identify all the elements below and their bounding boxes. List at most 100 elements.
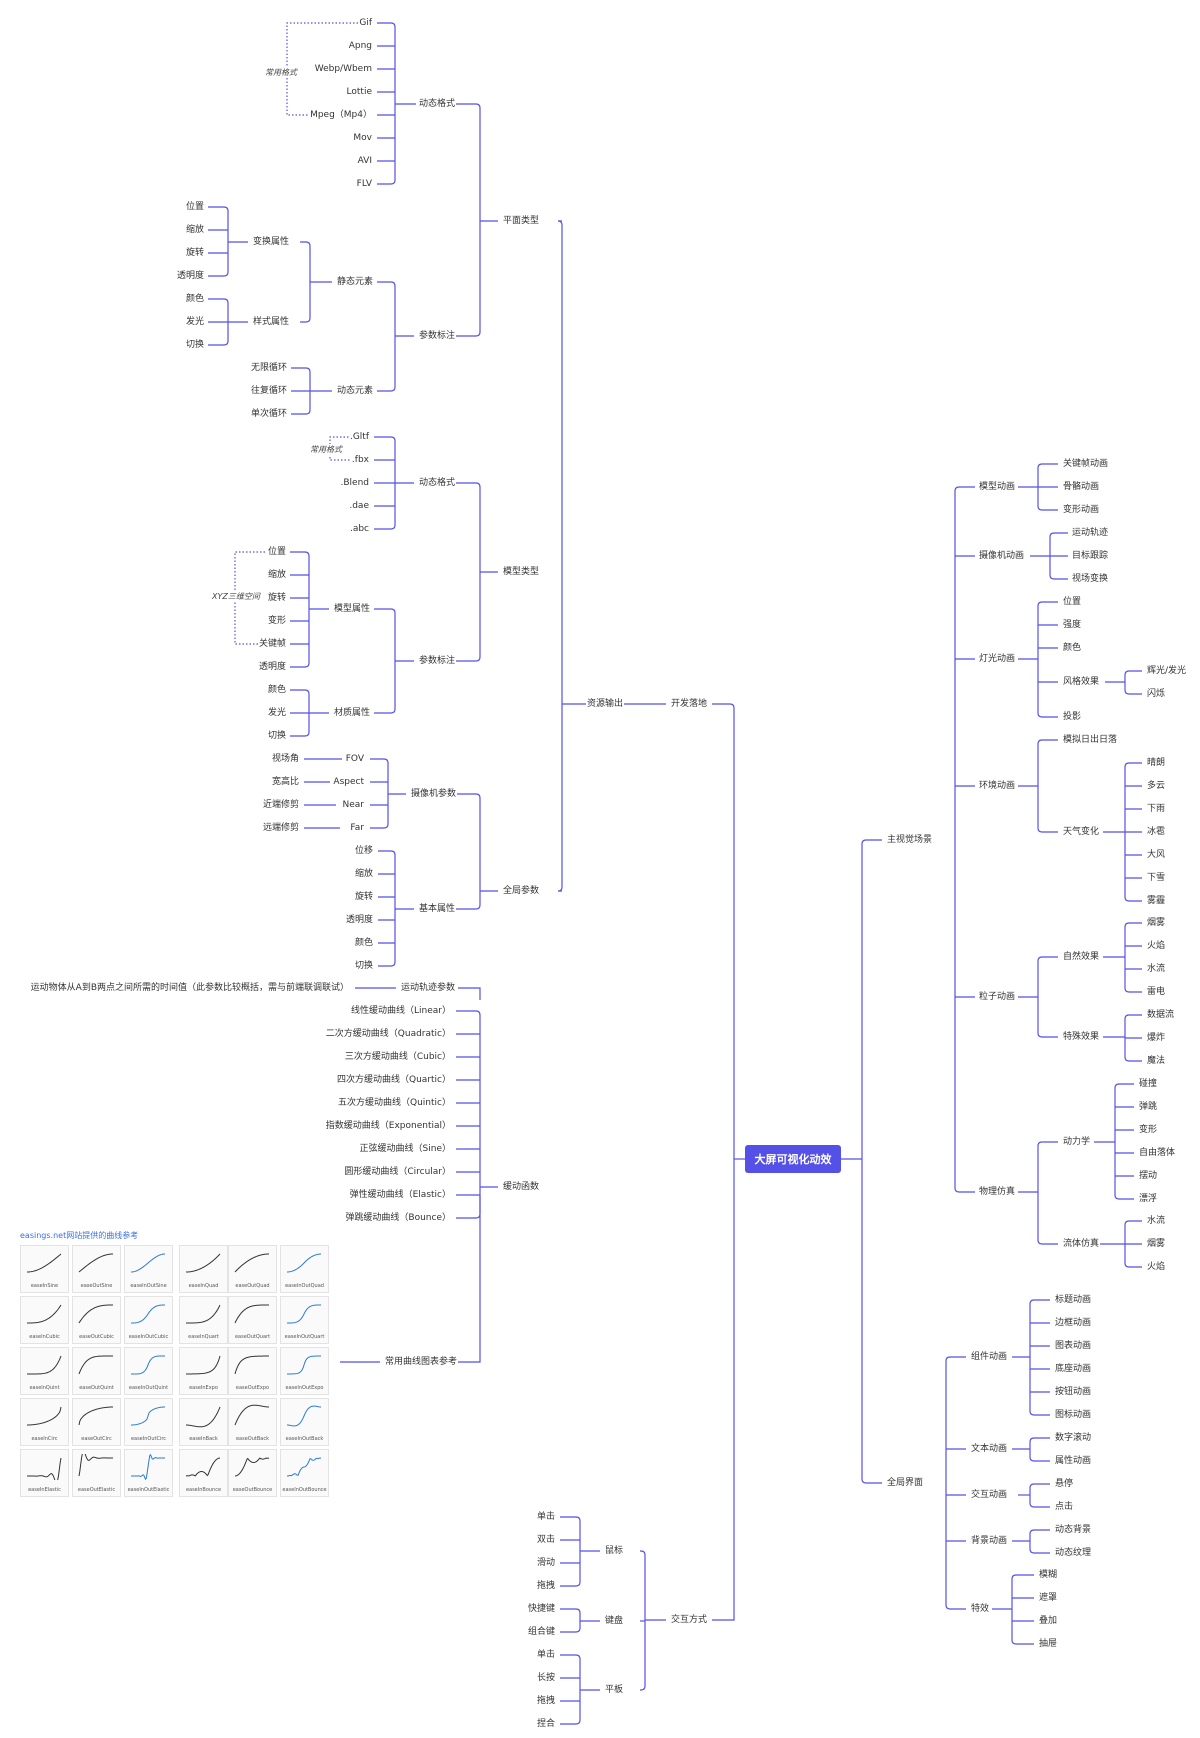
curve-cell[interactable]: easeOutExpo [228, 1347, 277, 1395]
node-model-type[interactable]: 模型类型 [502, 566, 541, 578]
curve-cell[interactable]: easeOutQuart [228, 1296, 277, 1344]
node-scale1[interactable]: 缩放 [184, 224, 205, 236]
node-aspect-cn[interactable]: 宽高比 [270, 776, 300, 788]
node-btn-anim[interactable]: 按钮动画 [1054, 1386, 1093, 1398]
node-skeleton-anim[interactable]: 骨骼动画 [1062, 481, 1101, 493]
node-gltf[interactable]: .Gltf [348, 431, 370, 443]
curve-cell[interactable]: easeInOutQuart [280, 1296, 329, 1344]
node-l-pos[interactable]: 位置 [1062, 596, 1083, 608]
node-style-attr[interactable]: 样式属性 [252, 316, 291, 328]
node-num-scroll[interactable]: 数字滚动 [1054, 1432, 1093, 1444]
curve-cell[interactable]: easeOutSine [72, 1245, 121, 1293]
node-collide[interactable]: 碰撞 [1138, 1078, 1159, 1090]
node-param-anno1[interactable]: 参数标注 [418, 330, 457, 342]
node-explode[interactable]: 爆炸 [1146, 1032, 1167, 1044]
node-light-anim[interactable]: 灯光动画 [978, 653, 1017, 665]
node-pinch[interactable]: 捏合 [535, 1718, 556, 1730]
node-water1[interactable]: 水流 [1146, 963, 1167, 975]
curve-cell[interactable]: easeInOutQuad [280, 1245, 329, 1293]
curve-cell[interactable]: easeOutQuint [72, 1347, 121, 1395]
node-switch3[interactable]: 切换 [353, 960, 374, 972]
node-quad[interactable]: 二次方缓动曲线（Quadratic） [324, 1028, 452, 1040]
node-interact[interactable]: 交互方式 [670, 1614, 709, 1626]
node-aspect[interactable]: Aspect [332, 776, 365, 788]
curve-cell[interactable]: easeInQuad [179, 1245, 228, 1293]
node-drag1[interactable]: 拖拽 [535, 1580, 556, 1592]
node-natural[interactable]: 自然效果 [1062, 951, 1101, 963]
node-freefall[interactable]: 自由落体 [1138, 1147, 1177, 1159]
node-combo[interactable]: 组合键 [526, 1626, 556, 1638]
node-dyn-fmt2[interactable]: 动态格式 [418, 477, 457, 489]
curve-cell[interactable]: easeOutCirc [72, 1398, 121, 1446]
node-particle-anim[interactable]: 粒子动画 [978, 991, 1017, 1003]
node-rain[interactable]: 下雨 [1146, 803, 1167, 815]
node-sunrise[interactable]: 模拟日出日落 [1062, 734, 1119, 746]
node-lottie[interactable]: Lottie [345, 86, 373, 98]
node-weather[interactable]: 天气变化 [1062, 826, 1101, 838]
node-apng[interactable]: Apng [347, 40, 373, 52]
node-fire1[interactable]: 火焰 [1146, 940, 1167, 952]
node-blend[interactable]: .Blend [339, 477, 370, 489]
curve-cell[interactable]: easeInSine [20, 1245, 69, 1293]
curve-cell[interactable]: easeInOutQuint [124, 1347, 173, 1395]
node-transform-attr[interactable]: 变换属性 [252, 236, 291, 248]
curve-cell[interactable]: easeInOutCirc [124, 1398, 173, 1446]
curve-cell[interactable]: easeOutBack [228, 1398, 277, 1446]
node-hover[interactable]: 悬停 [1054, 1478, 1075, 1490]
node-dyn-el[interactable]: 动态元素 [336, 385, 375, 397]
node-target-track[interactable]: 目标跟踪 [1071, 550, 1110, 562]
node-mask[interactable]: 遮罩 [1038, 1592, 1059, 1604]
node-smoke1[interactable]: 烟雾 [1146, 917, 1167, 929]
node-fluid[interactable]: 流体仿真 [1062, 1238, 1101, 1250]
node-flv[interactable]: FLV [355, 178, 373, 190]
node-water2[interactable]: 水流 [1146, 1215, 1167, 1227]
node-color3[interactable]: 颜色 [353, 937, 374, 949]
node-shortcut[interactable]: 快捷键 [526, 1603, 556, 1615]
node-l-color[interactable]: 颜色 [1062, 642, 1083, 654]
node-switch2[interactable]: 切换 [266, 730, 287, 742]
node-env-anim[interactable]: 环境动画 [978, 780, 1017, 792]
node-effects[interactable]: 特效 [970, 1603, 991, 1615]
node-mov[interactable]: Mov [352, 132, 373, 144]
node-swing[interactable]: 摆动 [1138, 1170, 1159, 1182]
curve-cell[interactable]: easeInOutBack [280, 1398, 329, 1446]
node-deform2[interactable]: 变形 [266, 615, 287, 627]
node-rot2[interactable]: 旋转 [266, 592, 287, 604]
node-rot1[interactable]: 旋转 [184, 247, 205, 259]
node-near[interactable]: Near [341, 799, 365, 811]
node-view-angle[interactable]: 视场角 [270, 753, 300, 765]
node-once-loop[interactable]: 单次循环 [249, 408, 288, 420]
curve-cell[interactable]: easeInCirc [20, 1398, 69, 1446]
node-click1[interactable]: 单击 [535, 1511, 556, 1523]
node-curve-ref[interactable]: 常用曲线图表参考 [384, 1356, 459, 1368]
node-model-attr[interactable]: 模型属性 [333, 603, 372, 615]
node-fog[interactable]: 雾霾 [1146, 895, 1167, 907]
node-comp-anim[interactable]: 组件动画 [970, 1351, 1009, 1363]
curve-cell[interactable]: easeInOutSine [124, 1245, 173, 1293]
node-hail[interactable]: 冰雹 [1146, 826, 1167, 838]
node-static-el[interactable]: 静态元素 [336, 276, 375, 288]
node-deform-p[interactable]: 变形 [1138, 1124, 1159, 1136]
node-fire2[interactable]: 火焰 [1146, 1261, 1167, 1273]
node-bounce-cn[interactable]: 弹跳 [1138, 1101, 1159, 1113]
node-dae[interactable]: .dae [348, 500, 370, 512]
node-float[interactable]: 漂浮 [1138, 1193, 1159, 1205]
curve-cell[interactable]: easeInElastic [20, 1449, 69, 1497]
node-motion-param[interactable]: 运动轨迹参数 [400, 982, 457, 994]
node-title-anim[interactable]: 标题动画 [1054, 1294, 1093, 1306]
node-pos2[interactable]: 位置 [266, 546, 287, 558]
node-abc[interactable]: .abc [348, 523, 370, 535]
node-mouse[interactable]: 鼠标 [604, 1545, 625, 1557]
node-basic-attr[interactable]: 基本属性 [418, 903, 457, 915]
node-keyframe-anim[interactable]: 关键帧动画 [1062, 458, 1110, 470]
node-camera-anim[interactable]: 摄像机动画 [978, 550, 1026, 562]
node-opa1[interactable]: 透明度 [175, 270, 205, 282]
node-motion-desc[interactable]: 运动物体从A到B两点之间所需的时间值（此参数比较概括，需与前端联调联试） [29, 982, 350, 994]
node-scroll[interactable]: 滑动 [535, 1557, 556, 1569]
node-cubic[interactable]: 三次方缓动曲线（Cubic） [343, 1051, 452, 1063]
node-glow1[interactable]: 发光 [184, 316, 205, 328]
node-glow2[interactable]: 发光 [266, 707, 287, 719]
node-drag2[interactable]: 拖拽 [535, 1695, 556, 1707]
node-morph-anim[interactable]: 变形动画 [1062, 504, 1101, 516]
node-quint[interactable]: 五次方缓动曲线（Quintic） [337, 1097, 452, 1109]
